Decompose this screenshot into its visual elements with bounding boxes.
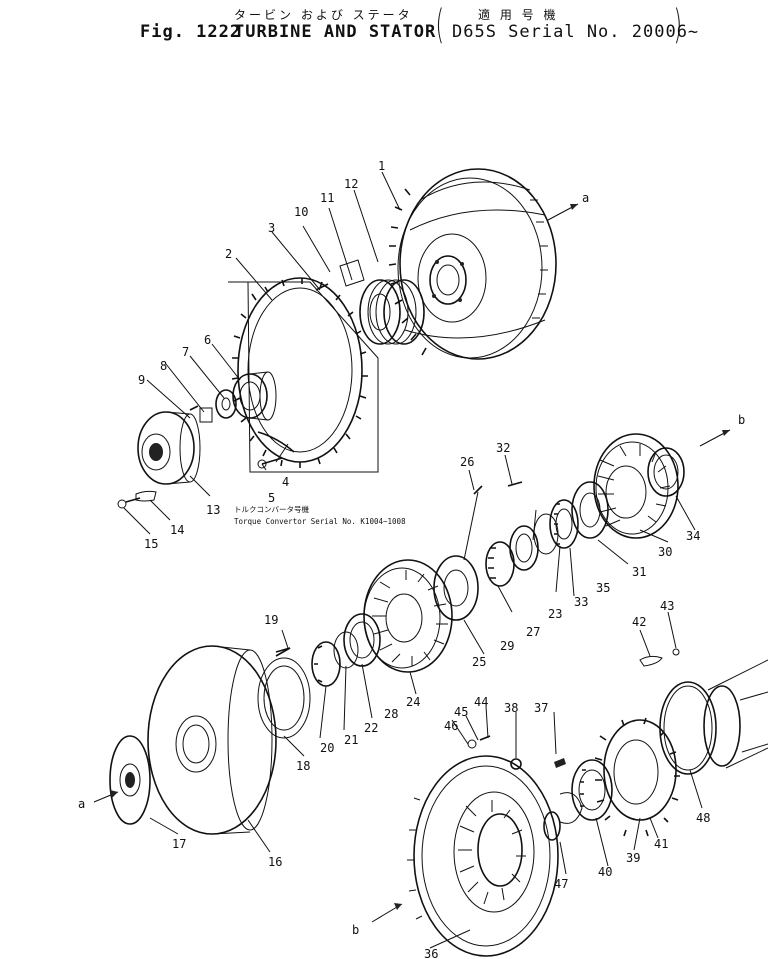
part-label: 17	[172, 837, 186, 851]
part-label: 15	[144, 537, 158, 551]
part-label: 46	[444, 719, 458, 733]
part-stator	[593, 433, 685, 539]
part-small-bolts	[117, 457, 283, 509]
part-label: 33	[574, 595, 588, 609]
part-label: 1	[378, 159, 385, 173]
title-japanese: タービン および ステータ	[234, 8, 413, 22]
part-label: 22	[364, 721, 378, 735]
part-number-labels: 1 2 3 4 5 6 7 8 9 10 11 12 13 14 15 16 1…	[138, 159, 710, 959]
figure-title: TURBINE AND STATOR	[234, 22, 437, 42]
header: タービン および ステータ Fig. 1222 TURBINE AND STAT…	[0, 0, 768, 60]
part-label: 25	[472, 655, 486, 669]
part-o-ring-and-shaft	[659, 659, 768, 775]
part-gear-ring	[228, 277, 379, 473]
applicability-japanese: 適 用 号 機	[478, 8, 559, 22]
part-label: 8	[160, 359, 167, 373]
part-label: 37	[534, 701, 548, 715]
leader-lines	[123, 171, 703, 949]
left-parenthesis: (	[435, 2, 445, 48]
part-label: 45	[454, 705, 468, 719]
part-label: 39	[626, 851, 640, 865]
part-impeller-housing	[407, 755, 559, 957]
part-label: 44	[474, 695, 488, 709]
part-label: 14	[170, 523, 184, 537]
part-label: 29	[500, 639, 514, 653]
part-one-way-clutch	[433, 481, 523, 621]
serial-note-english: Torque Convertor Serial No. K1004~1008	[234, 517, 406, 526]
part-label: 26	[460, 455, 474, 469]
part-label: 31	[632, 565, 646, 579]
part-turbine-housing	[388, 168, 557, 360]
part-label: 11	[320, 191, 334, 205]
view-marker-b-upper: b	[738, 413, 745, 427]
applicability-serial: D65S Serial No. 20006~	[452, 22, 700, 42]
part-label: 40	[598, 865, 612, 879]
part-label: 35	[596, 581, 610, 595]
part-label: 4	[282, 475, 289, 489]
part-label: 43	[660, 599, 674, 613]
part-label: 2	[225, 247, 232, 261]
part-turbine-wheel	[147, 645, 277, 835]
view-marker-a-upper: a	[582, 191, 589, 205]
part-label: 21	[344, 733, 358, 747]
part-label: 13	[206, 503, 220, 517]
part-label: 34	[686, 529, 700, 543]
part-label: 28	[384, 707, 398, 721]
part-label: 27	[526, 625, 540, 639]
part-label: 7	[182, 345, 189, 359]
part-stator-wheel	[363, 559, 453, 673]
part-label: 47	[554, 877, 568, 891]
part-label: 5	[268, 491, 275, 505]
part-label: 24	[406, 695, 420, 709]
figure-number: Fig. 1222	[140, 22, 242, 42]
view-arrows	[93, 203, 731, 923]
part-label: 32	[496, 441, 510, 455]
part-label: 6	[204, 333, 211, 347]
part-label: 23	[548, 607, 562, 621]
part-label: 20	[320, 741, 334, 755]
part-label: 41	[654, 837, 668, 851]
part-label: 42	[632, 615, 646, 629]
part-seal-rings	[339, 259, 425, 345]
part-label: 3	[268, 221, 275, 235]
part-label: 9	[138, 373, 145, 387]
part-label: 16	[268, 855, 282, 869]
part-label: 18	[296, 759, 310, 773]
view-marker-a-lower: a	[78, 797, 85, 811]
right-parenthesis: )	[673, 2, 683, 48]
part-hub-flange	[137, 405, 213, 485]
part-label: 36	[424, 947, 438, 959]
view-marker-b-lower: b	[352, 923, 359, 937]
part-label: 48	[696, 811, 710, 825]
part-label: 38	[504, 701, 518, 715]
part-thrust-rings	[257, 613, 381, 739]
part-label: 12	[344, 177, 358, 191]
part-label: 30	[658, 545, 672, 559]
part-bearing	[215, 371, 277, 421]
part-label: 19	[264, 613, 278, 627]
serial-note-japanese: トルクコンバータ号機	[234, 504, 309, 514]
part-drive-plate	[109, 735, 151, 825]
part-label: 10	[294, 205, 308, 219]
part-pump-gear-bearing	[543, 717, 680, 841]
